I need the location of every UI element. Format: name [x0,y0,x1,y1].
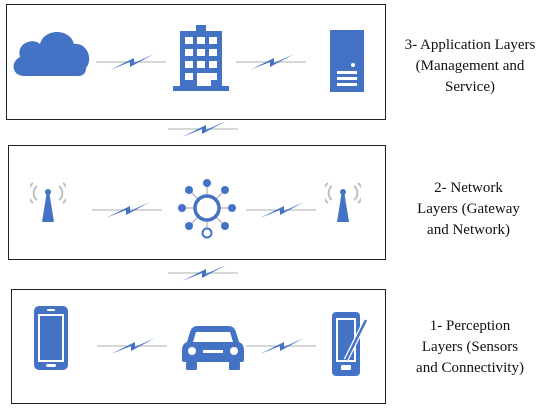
application-layer-caption: 3- Application Layers (Management and Se… [390,35,550,98]
pda-stylus-icon [332,312,368,376]
antenna-tower-icon [30,182,66,223]
caption-line: Service) [445,79,495,95]
wireless-link-icon [246,201,316,219]
smartphone-icon [34,306,68,370]
wireless-link-icon [92,201,162,219]
caption-line: 2- Network [434,180,503,196]
cloud-icon [13,32,90,76]
office-building-icon [173,25,229,91]
wireless-link-icon [97,337,167,355]
server-tower-icon [330,30,364,92]
caption-line: 3- Application Layers [404,37,536,53]
perception-layer-caption: 1- Perception Layers (Sensors and Connec… [396,316,544,379]
network-hub-icon [178,179,236,239]
wireless-link-icon [96,53,166,71]
wireless-link-icon [168,120,238,138]
caption-line: and Connectivity) [416,360,524,376]
caption-line: (Management and [415,58,525,74]
wireless-link-icon [168,264,238,282]
caption-line: Layers (Gateway [417,201,520,217]
network-layer-caption: 2- Network Layers (Gateway and Network) [396,178,541,241]
caption-line: Layers (Sensors [421,339,519,355]
wireless-link-icon [246,337,316,355]
caption-line: 1- Perception [429,318,511,334]
wireless-link-icon [236,53,306,71]
antenna-tower-icon [325,182,361,223]
caption-line: and Network) [427,222,510,238]
car-icon [182,326,244,370]
